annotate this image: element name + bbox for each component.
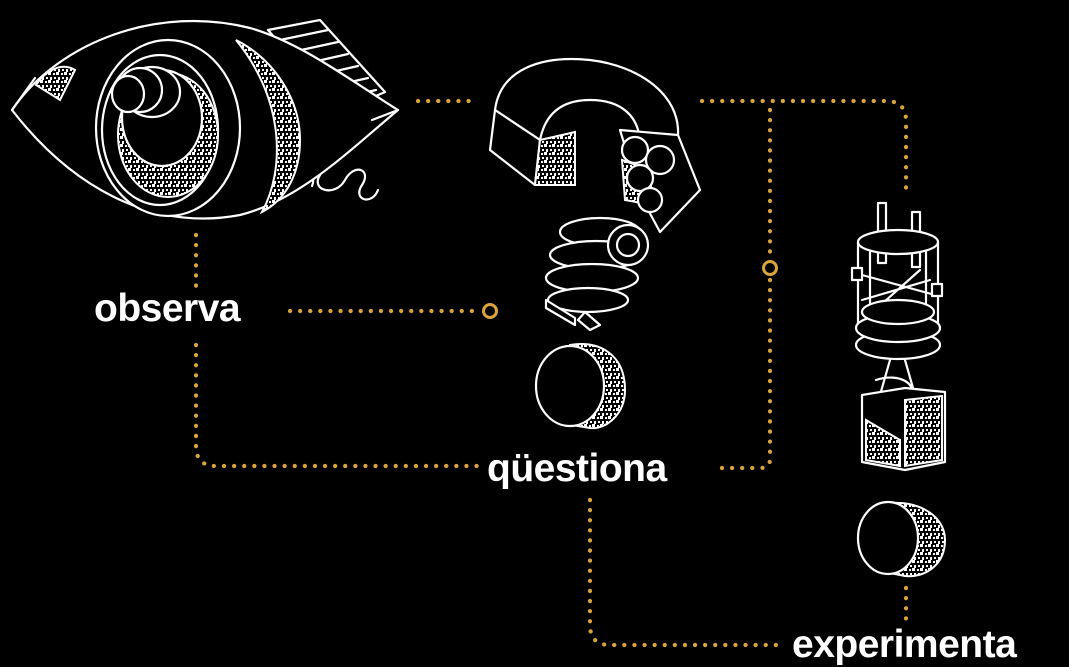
exclamation-mark-icon	[852, 203, 945, 470]
exclamation-dot-icon	[858, 502, 945, 576]
question-label: qüestiona	[487, 449, 667, 488]
experiment-label: experimenta	[792, 625, 1016, 664]
connector-node-observe	[484, 305, 497, 318]
eye-icon	[12, 20, 398, 218]
connector-question-to-experiment-label	[590, 500, 785, 645]
connector-eye-to-question-label	[196, 345, 478, 466]
connector-branch-to-question-label	[720, 280, 770, 468]
connector-node-branch	[764, 262, 777, 275]
observe-label: observa	[94, 289, 240, 328]
question-dot-icon	[536, 344, 625, 428]
question-mark-icon	[490, 59, 700, 330]
connector-question-to-experiment	[702, 101, 906, 192]
